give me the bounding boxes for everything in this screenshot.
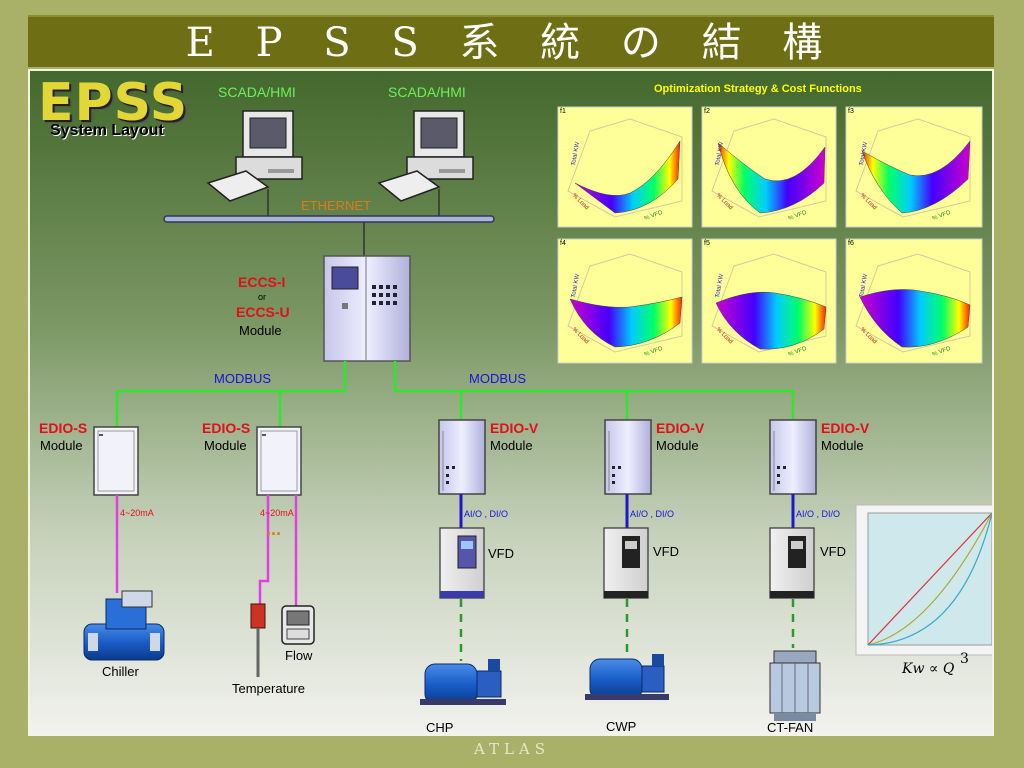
edio-s-module-icon	[93, 426, 139, 496]
modbus-network	[115, 361, 795, 426]
signal-label: AI/O , DI/O	[796, 509, 841, 519]
footer-brand: ATLAS	[473, 740, 551, 758]
surface-plot	[701, 106, 837, 228]
ethernet-label: ETHERNET	[301, 198, 372, 213]
eccs-or-label: or	[258, 292, 267, 302]
title-bar: E P S S 系 統 の 結 構	[28, 15, 994, 67]
eccs-cabinet-icon	[323, 255, 411, 362]
edio-s-label: EDIO-S	[39, 420, 88, 436]
surface-plot	[845, 238, 983, 364]
surface-plot	[845, 106, 983, 228]
scada-computer-icon	[377, 110, 474, 202]
vfd-label: VFD	[653, 544, 679, 559]
digital-signal-lines	[459, 494, 795, 528]
edio-v-module-label: Module	[821, 438, 864, 453]
eccs-label: ECCS-U	[236, 304, 290, 320]
edio-v-label: EDIO-V	[656, 420, 705, 436]
scada-computer-icon	[206, 110, 303, 202]
device-label: CT-FAN	[767, 720, 814, 735]
surface-plot	[557, 106, 693, 228]
power-flow-chart	[855, 504, 992, 656]
page-title: E P S S 系 統 の 結 構	[185, 20, 837, 66]
formula-label: Kw ∝ Q	[902, 661, 955, 677]
device-label: CWP	[606, 719, 637, 734]
vfd-label: VFD	[488, 546, 514, 561]
edio-s-label: EDIO-S	[202, 420, 251, 436]
edio-s-module-icon	[256, 426, 302, 496]
vfd-label: VFD	[820, 544, 846, 559]
ellipsis-label: ...	[266, 519, 282, 539]
signal-label: AI/O , DI/O	[630, 509, 675, 519]
vfd-drive-icon	[603, 527, 649, 599]
chiller-icon	[83, 590, 165, 661]
eccs-module-label: Module	[239, 323, 282, 338]
plot-label: f3	[848, 108, 854, 115]
optimization-title: Optimization Strategy & Cost Functions	[654, 83, 862, 95]
edio-s-module-label: Module	[204, 438, 247, 453]
diagram-panel: EPSS System Layout SCADA/HMI SCADA/HMI E…	[28, 69, 994, 736]
eccs-label: ECCS-I	[238, 274, 286, 290]
modbus-label: MODBUS	[214, 371, 272, 386]
signal-label: 4~20mA	[260, 508, 294, 518]
edio-s-module-label: Module	[40, 438, 83, 453]
motor-links	[459, 599, 795, 661]
diagram-canvas	[83, 106, 992, 721]
vfd-drive-icon	[769, 527, 815, 599]
scada-label: SCADA/HMI	[388, 84, 466, 100]
temperature-sensor-icon	[250, 603, 266, 677]
plot-label: f4	[560, 240, 566, 247]
plot-label: f1	[560, 108, 566, 115]
edio-v-label: EDIO-V	[821, 420, 870, 436]
surface-plot	[557, 238, 693, 364]
device-label: Temperature	[232, 681, 305, 696]
device-label: Chiller	[102, 664, 139, 679]
scada-label: SCADA/HMI	[218, 84, 296, 100]
edio-v-module-icon	[769, 419, 817, 495]
plot-label: f2	[704, 108, 710, 115]
edio-v-label: EDIO-V	[490, 420, 539, 436]
logo-title: EPSS	[38, 73, 189, 133]
logo-subtitle: System Layout	[50, 122, 164, 139]
modbus-label: MODBUS	[469, 371, 527, 386]
chp-pump-icon	[420, 659, 506, 705]
formula-exponent: 3	[960, 651, 969, 667]
edio-v-module-label: Module	[490, 438, 533, 453]
ethernet-bus	[163, 215, 495, 223]
edio-v-module-icon	[438, 419, 486, 495]
plot-label: f5	[704, 240, 710, 247]
device-label: Flow	[285, 648, 313, 663]
surface-plot	[701, 238, 837, 364]
edio-v-module-icon	[604, 419, 652, 495]
plot-label: f6	[848, 240, 854, 247]
edio-v-module-label: Module	[656, 438, 699, 453]
flow-meter-icon	[281, 605, 315, 645]
cwp-pump-icon	[585, 654, 669, 700]
device-label: CHP	[426, 720, 454, 735]
signal-label: AI/O , DI/O	[464, 509, 509, 519]
analog-signal-lines	[115, 495, 298, 606]
cooling-tower-icon	[769, 650, 821, 721]
signal-label: 4~20mA	[120, 508, 154, 518]
vfd-drive-icon	[439, 527, 485, 599]
